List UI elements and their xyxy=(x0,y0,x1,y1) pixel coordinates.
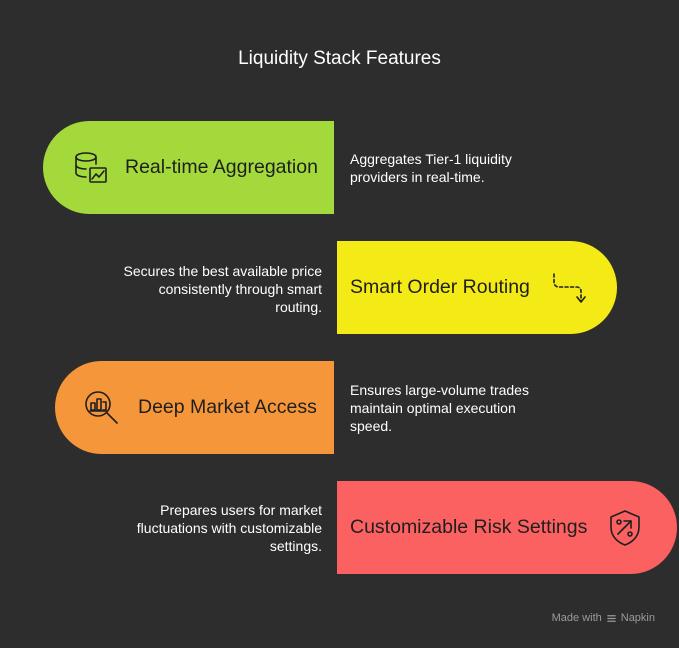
feature-pill-customizable-risk-settings: Customizable Risk Settings xyxy=(337,481,677,574)
napkin-brand-text: Napkin xyxy=(620,612,655,624)
feature-label: Real-time Aggregation xyxy=(125,156,318,178)
feature-label: Deep Market Access xyxy=(138,396,317,418)
feature-pill-smart-order-routing: Smart Order Routing xyxy=(337,241,617,334)
feature-pill-deep-market-access: Deep Market Access xyxy=(55,361,334,454)
feature-label: Smart Order Routing xyxy=(350,276,530,298)
market-search-icon xyxy=(82,388,122,428)
diagram-title: Liquidity Stack Features xyxy=(238,48,441,69)
feature-description: Secures the best available price consist… xyxy=(123,263,322,315)
feature-description: Prepares users for market fluctuations w… xyxy=(136,502,322,554)
routing-arrow-icon xyxy=(548,268,588,308)
made-with-text: Made with xyxy=(551,612,602,624)
made-with-napkin-footer: Made with Napkin xyxy=(552,612,655,624)
feature-label: Customizable Risk Settings xyxy=(350,516,588,538)
risk-settings-icon xyxy=(605,508,645,548)
database-chart-icon xyxy=(71,148,111,188)
feature-description: Aggregates Tier-1 liquidity providers in… xyxy=(350,151,512,185)
napkin-logo-icon xyxy=(606,613,617,624)
feature-pill-real-time-aggregation: Real-time Aggregation xyxy=(43,121,334,214)
feature-description: Ensures large-volume trades maintain opt… xyxy=(350,382,529,434)
